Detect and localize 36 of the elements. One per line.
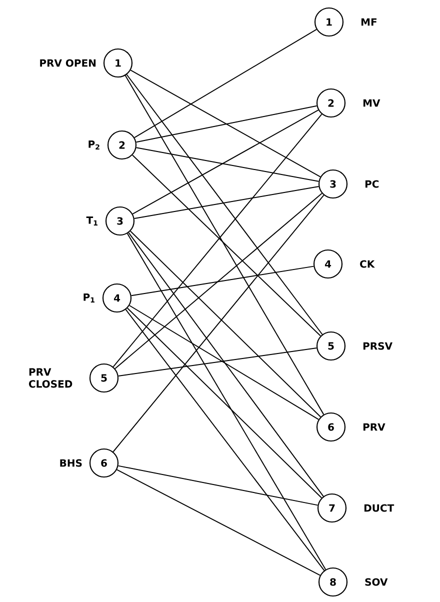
connector-line — [128, 305, 320, 420]
node-label: BHS — [60, 459, 82, 467]
connector-line — [130, 230, 322, 418]
connector-line — [124, 75, 324, 415]
connector-line — [114, 192, 322, 370]
connector-line — [128, 232, 324, 497]
node-label: P$_{1}$ — [84, 294, 94, 302]
connector-line — [116, 469, 321, 576]
connector-line — [130, 266, 314, 296]
node-label: PC — [365, 180, 379, 188]
connector-line — [132, 110, 319, 214]
connector-line — [126, 308, 322, 498]
connector-line — [118, 465, 318, 506]
node-label: CK — [360, 260, 375, 268]
node-label: P$_{2}$ — [88, 140, 100, 150]
connector-line — [126, 74, 323, 335]
node-label: DUCT — [364, 504, 394, 512]
connector-line — [125, 309, 325, 571]
node-label: MV — [363, 99, 380, 107]
node-label: MF — [361, 18, 376, 26]
connector-line — [130, 70, 321, 178]
connector-line — [134, 186, 320, 219]
node-label: SOV — [365, 578, 388, 586]
connector-line — [126, 233, 326, 570]
connector-line — [112, 194, 324, 452]
node-label: PRV OPEN — [40, 59, 96, 67]
node-label: PRV CLOSED — [28, 368, 72, 388]
connector-line — [118, 348, 318, 376]
connector-line — [132, 154, 322, 336]
node-label: PRV — [363, 423, 386, 431]
node-label: T$_{1}$ — [86, 216, 98, 226]
connector-line — [112, 114, 322, 368]
connector-line — [136, 105, 318, 143]
node-label: PRSV — [363, 342, 392, 350]
connector-line — [136, 147, 320, 182]
connector-line — [134, 28, 317, 138]
